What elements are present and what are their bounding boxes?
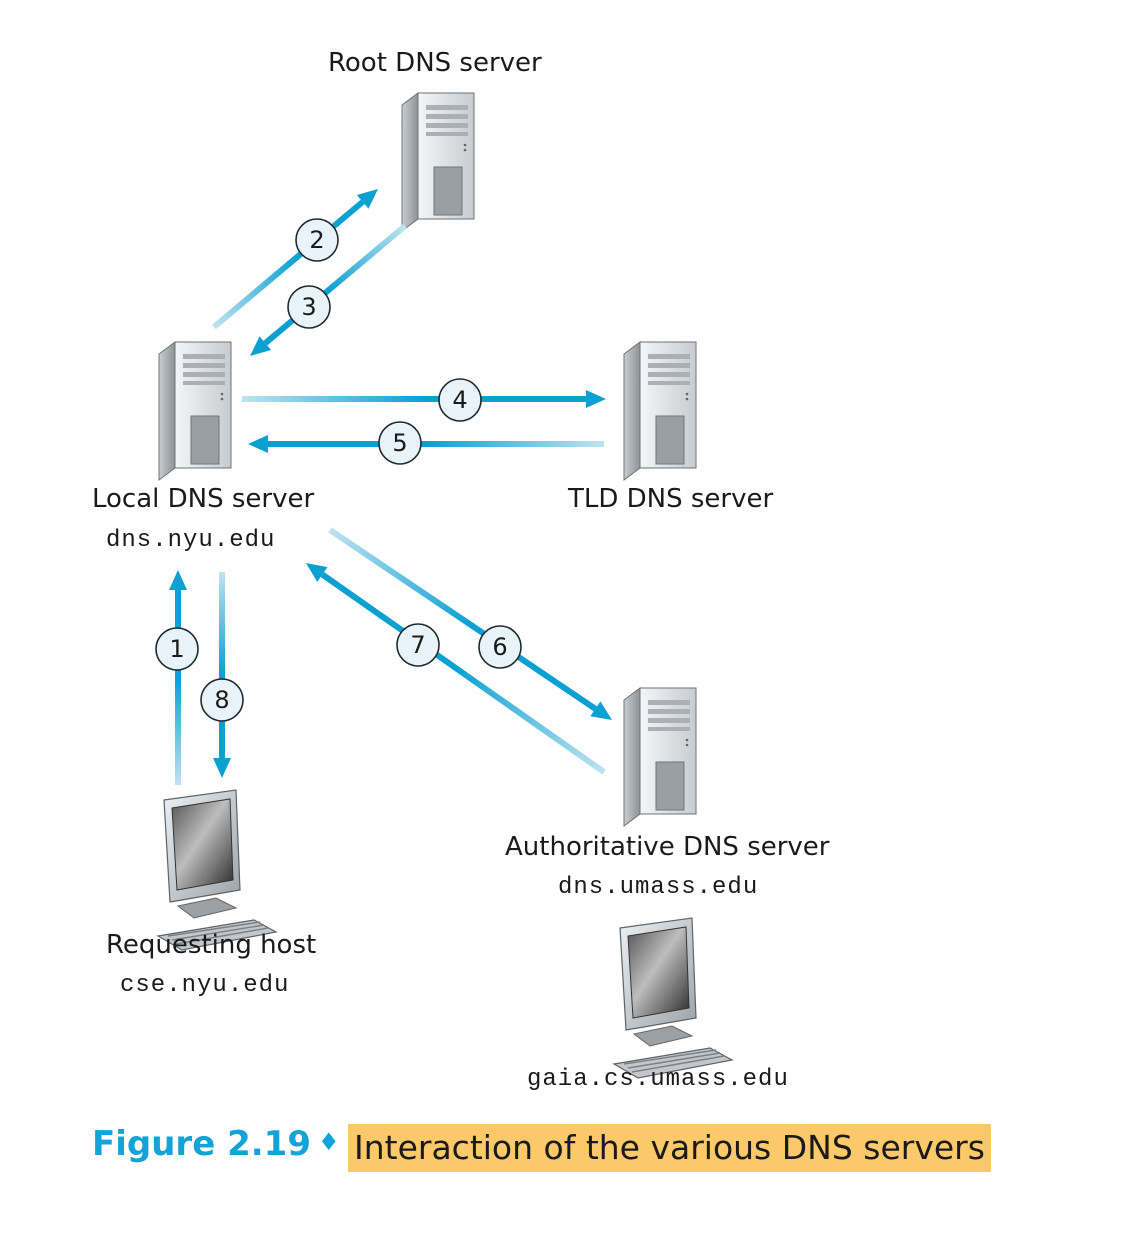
local-dns-hostname: dns.nyu.edu: [106, 527, 276, 554]
step-circle-6: [478, 625, 522, 669]
step-number-5: 5: [392, 429, 407, 457]
caption-separator: ♦: [318, 1128, 340, 1156]
requesting-host-hostname: cse.nyu.edu: [120, 972, 290, 999]
tld-server-icon: [623, 341, 697, 481]
step-number-6: 6: [492, 633, 507, 661]
arrowhead-3: [250, 336, 272, 356]
step-circle-5: [378, 421, 422, 465]
local-server-icon: [158, 341, 232, 481]
step-number-4: 4: [452, 386, 467, 414]
root-server-icon: [401, 92, 475, 232]
step-number-2: 2: [309, 226, 324, 254]
gaia-host-icon: [613, 917, 733, 1079]
step-marker-8: 8: [200, 678, 244, 722]
step-marker-1: 1: [155, 627, 199, 671]
arrowhead-4: [586, 390, 606, 408]
authoritative-dns-label: Authoritative DNS server: [505, 832, 830, 862]
local-dns-label: Local DNS server: [92, 484, 315, 514]
authoritative-dns-hostname: dns.umass.edu: [558, 874, 759, 901]
step-marker-3: 3: [287, 285, 331, 329]
arrow-6: [328, 527, 598, 712]
arrowhead-2: [356, 189, 378, 209]
step-circle-1: [155, 627, 199, 671]
step-circle-7: [396, 623, 440, 667]
step-circle-8: [200, 678, 244, 722]
step-number-7: 7: [410, 631, 425, 659]
step-marker-6: 6: [478, 625, 522, 669]
arrow-2: [212, 199, 365, 330]
requesting-host-icon: [157, 789, 277, 951]
step-circle-3: [287, 285, 331, 329]
step-marker-5: 5: [378, 421, 422, 465]
arrow-3: [263, 223, 407, 346]
gaia-hostname: gaia.cs.umass.edu: [527, 1066, 789, 1093]
root-dns-label: Root DNS server: [328, 48, 542, 78]
arrowhead-1: [169, 570, 187, 590]
step-circle-2: [295, 218, 339, 262]
step-number-1: 1: [169, 635, 184, 663]
step-number-3: 3: [301, 293, 316, 321]
arrowhead-8: [213, 758, 231, 778]
arrow-7: [320, 572, 606, 775]
tld-dns-label: TLD DNS server: [568, 484, 774, 514]
step-marker-2: 2: [295, 218, 339, 262]
authoritative-server-icon: [623, 687, 697, 827]
step-marker-7: 7: [396, 623, 440, 667]
step-markers: 1 2 3 4 5 6 7 8: [155, 218, 522, 722]
figure-number: Figure 2.19: [92, 1124, 311, 1164]
arrowhead-6: [590, 701, 612, 720]
arrowhead-5: [248, 435, 268, 453]
query-arrows: [169, 189, 612, 785]
step-circle-4: [438, 378, 482, 422]
arrowhead-7: [306, 563, 328, 582]
step-number-8: 8: [214, 686, 229, 714]
requesting-host-label: Requesting host: [106, 930, 317, 960]
step-marker-4: 4: [438, 378, 482, 422]
figure-caption: Interaction of the various DNS servers: [348, 1124, 991, 1172]
